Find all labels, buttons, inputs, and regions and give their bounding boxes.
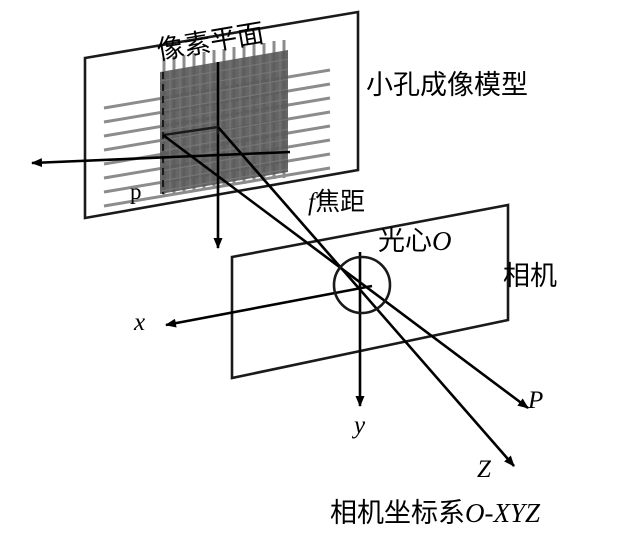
pinhole-model-label: 小孔成像模型 — [366, 70, 528, 101]
camera-plane-outline — [230, 203, 510, 380]
z-axis-label: Z — [477, 456, 491, 483]
image-plane-x-axis-arrow — [31, 150, 291, 168]
camera-coordinate-system-text: 相机坐标系 — [330, 498, 465, 529]
camera-x-axis-arrow — [165, 284, 373, 328]
camera-label: 相机 — [503, 261, 557, 292]
optical-center-circle — [332, 255, 392, 315]
focal-length-symbol: f — [308, 189, 315, 216]
focal-length-label: f焦距 — [308, 189, 365, 215]
point-P-label: P — [528, 387, 544, 414]
optical-center-text: 光心 — [378, 226, 432, 257]
optical-center-label: 光心O — [378, 226, 452, 257]
camera-coordinate-system-caption: 相机坐标系O-XYZ — [330, 498, 541, 529]
image-plane-outline — [83, 10, 360, 220]
focal-length-text: 焦距 — [314, 187, 365, 216]
optical-axis-ray-to-Z — [217, 126, 515, 467]
x-axis-label: x — [134, 309, 146, 336]
optical-center-symbol: O — [432, 226, 452, 256]
image-point-p-label: p — [130, 179, 142, 204]
y-axis-label: y — [354, 412, 366, 439]
camera-coordinate-system-symbol: O-XYZ — [465, 498, 541, 528]
